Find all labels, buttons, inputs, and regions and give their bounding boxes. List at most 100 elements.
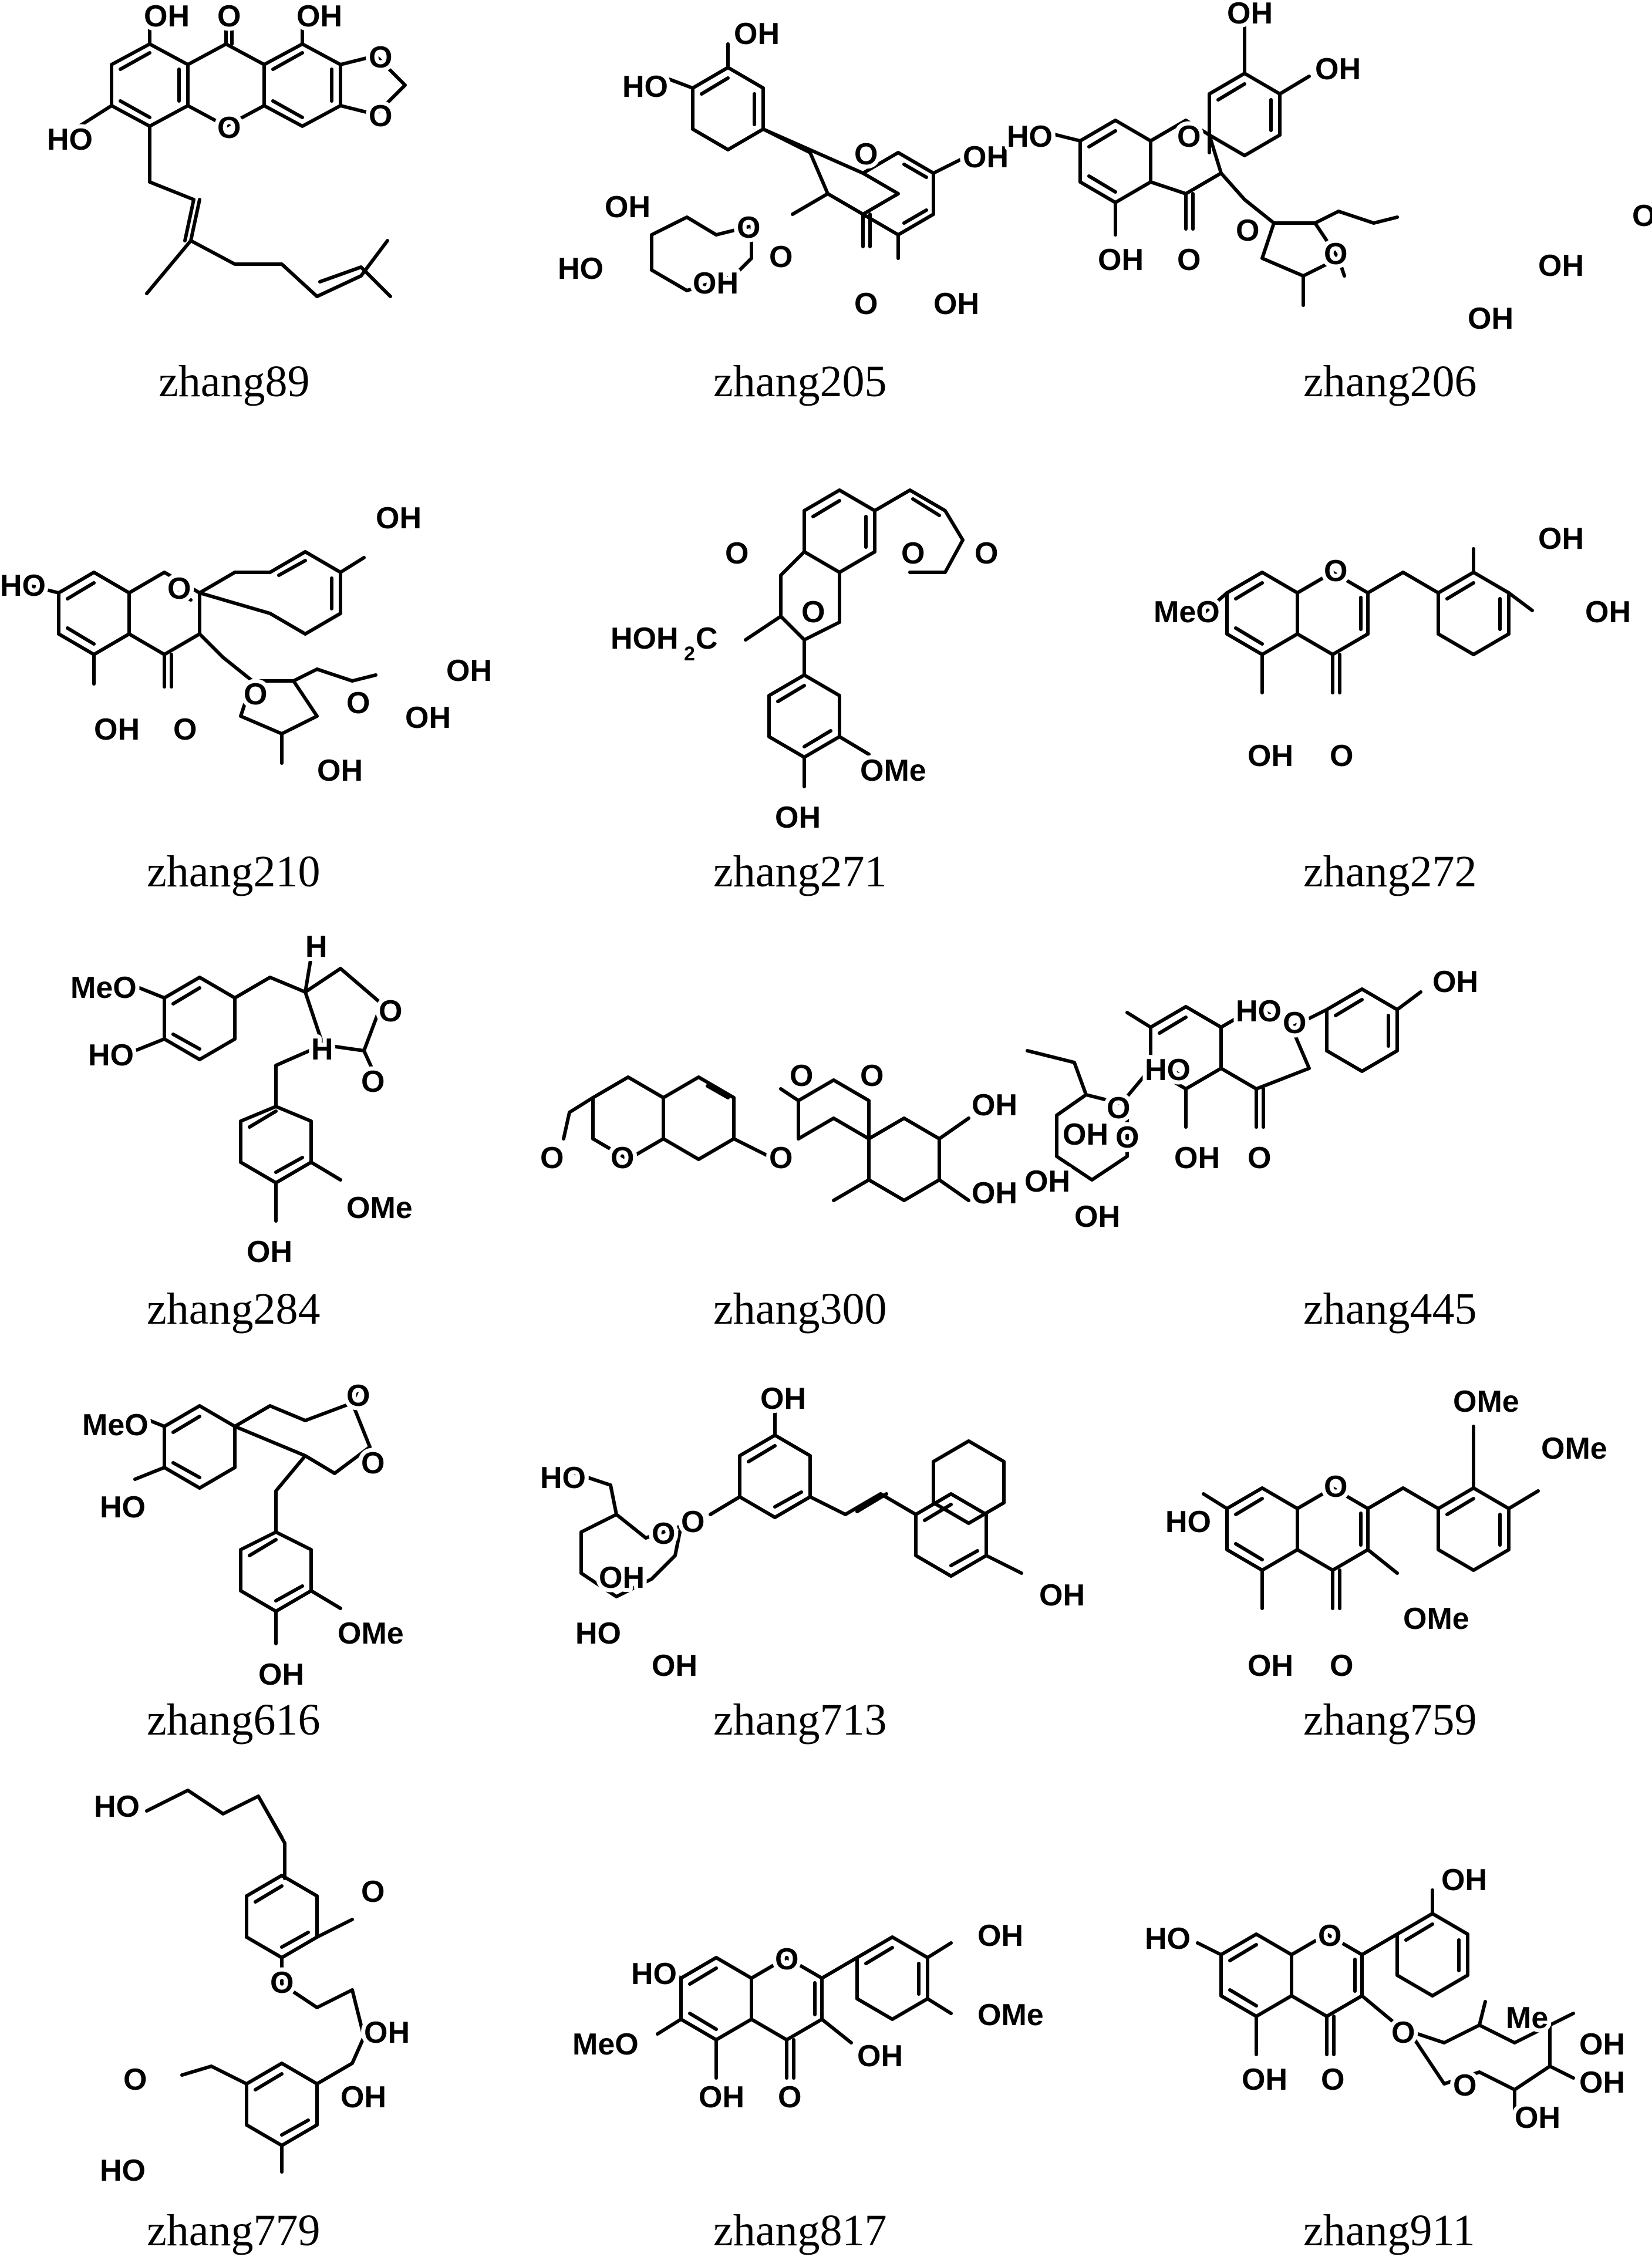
label-o: O: [775, 1942, 798, 1976]
label-o: O: [1321, 2063, 1344, 2097]
compound-zhang89: OH O OH HO O O O zhang89: [43, 0, 407, 406]
label-o: O: [361, 1875, 385, 1909]
label-o: O: [217, 0, 241, 33]
label-o: O: [737, 211, 760, 245]
label-oh: OH: [1441, 1863, 1487, 1897]
label-meo: MeO: [70, 971, 137, 1005]
label-o: O: [346, 686, 370, 720]
label-c: C: [696, 622, 718, 656]
label-o: O: [1177, 120, 1201, 154]
label-o: O: [167, 572, 191, 606]
label-h: H: [305, 930, 328, 964]
caption-zhang445: zhang445: [1303, 1284, 1476, 1334]
compound-zhang271: O O O O HOH 2 C OMe OH zhang271: [606, 488, 1002, 896]
label-oh: OH: [760, 1382, 806, 1416]
label-o: O: [173, 713, 197, 747]
label-ho: HO: [1165, 1505, 1211, 1539]
caption-zhang205: zhang205: [713, 357, 886, 406]
label-o: O: [901, 537, 925, 571]
label-ho: HO: [1145, 1053, 1191, 1087]
label-o: O: [217, 111, 241, 145]
label-ho: HO: [1007, 120, 1053, 154]
label-meo: MeO: [1154, 595, 1220, 629]
label-ome: OMe: [977, 1998, 1044, 2032]
caption-zhang759: zhang759: [1303, 1695, 1476, 1745]
label-oh: OH: [1538, 249, 1584, 283]
caption-zhang817: zhang817: [713, 2206, 886, 2255]
label-o: O: [1107, 1091, 1130, 1125]
label-o: O: [1177, 243, 1201, 277]
label-o: O: [1324, 554, 1347, 588]
label-ho: HO: [540, 1461, 586, 1495]
label-ho: HO: [1236, 994, 1282, 1028]
label-o: O: [769, 240, 793, 274]
label-o: O: [379, 994, 402, 1028]
compound-zhang817: OH OMe HO MeO O OH OH O zhang817: [568, 1915, 1048, 2255]
label-oh: OH: [963, 140, 1009, 174]
label-ho: HO: [631, 1957, 677, 1991]
label-o: O: [611, 1141, 634, 1175]
label-oh: OH: [94, 713, 140, 747]
label-oh: OH: [1098, 243, 1144, 277]
label-o: O: [790, 1059, 813, 1093]
label-oh: OH: [1063, 1118, 1108, 1152]
caption-zhang206: zhang206: [1303, 357, 1476, 406]
compound-zhang284: MeO HO H H O O OMe OH zhang284: [66, 926, 417, 1334]
label-o: O: [1318, 1919, 1341, 1953]
label-oh: OH: [317, 754, 363, 788]
label-oh: OH: [405, 701, 451, 735]
label-oh: OH: [296, 0, 342, 33]
label-ome: OMe: [346, 1191, 413, 1225]
label-oh: OH: [972, 1176, 1017, 1210]
label-ho: HO: [622, 70, 668, 104]
label-ho: HO: [100, 2154, 146, 2188]
caption-zhang271: zhang271: [713, 847, 886, 896]
label-oh: OH: [1585, 595, 1631, 629]
label-oh: OH: [1174, 1141, 1220, 1175]
label-ome: OMe: [860, 754, 926, 788]
label-oh: OH: [1579, 2027, 1625, 2062]
label-o: O: [540, 1141, 564, 1175]
label-oh: OH: [1248, 739, 1293, 773]
label-me: Me: [1506, 2001, 1548, 2035]
compound-zhang445: OH HO O OH O HO O O OH OH OH zhang445: [1020, 961, 1482, 1334]
label-oh: OH: [258, 1658, 304, 1692]
label-ho: HO: [47, 123, 93, 157]
label-oh: OH: [1538, 522, 1584, 556]
label-oh: OH: [599, 1561, 645, 1595]
label-oh: OH: [1248, 1649, 1293, 1683]
compound-zhang759: OMe OMe HO O OMe OH O zhang759: [1161, 1381, 1611, 1745]
label-o: O: [369, 41, 392, 75]
label-oh: OH: [1074, 1200, 1120, 1234]
label-o: O: [1324, 237, 1347, 271]
label-meo: MeO: [572, 2027, 639, 2062]
compound-zhang210: zhang210 OH HO O OH O O O OH OH OH: [0, 497, 1006, 1525]
label-oh: OH: [247, 1235, 292, 1269]
caption-zhang89: zhang89: [159, 357, 309, 406]
label-oh: OH: [734, 17, 780, 51]
label-oh: OH: [1024, 1165, 1070, 1199]
label-oh: OH: [1468, 302, 1513, 336]
label-o: O: [801, 595, 825, 629]
compound-zhang272: OH OH MeO O OH O zhang272: [1149, 518, 1635, 896]
label-ome: OMe: [338, 1617, 404, 1651]
label-ho: HO: [558, 252, 604, 286]
label-ome: OMe: [1403, 1602, 1469, 1636]
label-oh: OH: [1579, 2066, 1625, 2100]
label-o: O: [361, 1446, 385, 1480]
label-o: O: [778, 2080, 801, 2114]
caption-zhang911: zhang911: [1303, 2206, 1475, 2255]
caption-zhang300: zhang300: [713, 1284, 886, 1334]
label-o: O: [681, 1505, 704, 1539]
caption-zhang272: zhang272: [1303, 847, 1476, 896]
label-o: O: [1453, 2069, 1476, 2103]
label-ho: HO: [88, 1038, 134, 1072]
label-oh: OH: [1227, 0, 1273, 31]
label-o: O: [346, 1379, 370, 1413]
label-oh: OH: [144, 0, 190, 33]
label-oh: OH: [1242, 2063, 1287, 2097]
label-o: O: [1115, 1121, 1139, 1155]
label-o: O: [270, 1966, 294, 2000]
label-ho: HO: [100, 1490, 146, 1524]
